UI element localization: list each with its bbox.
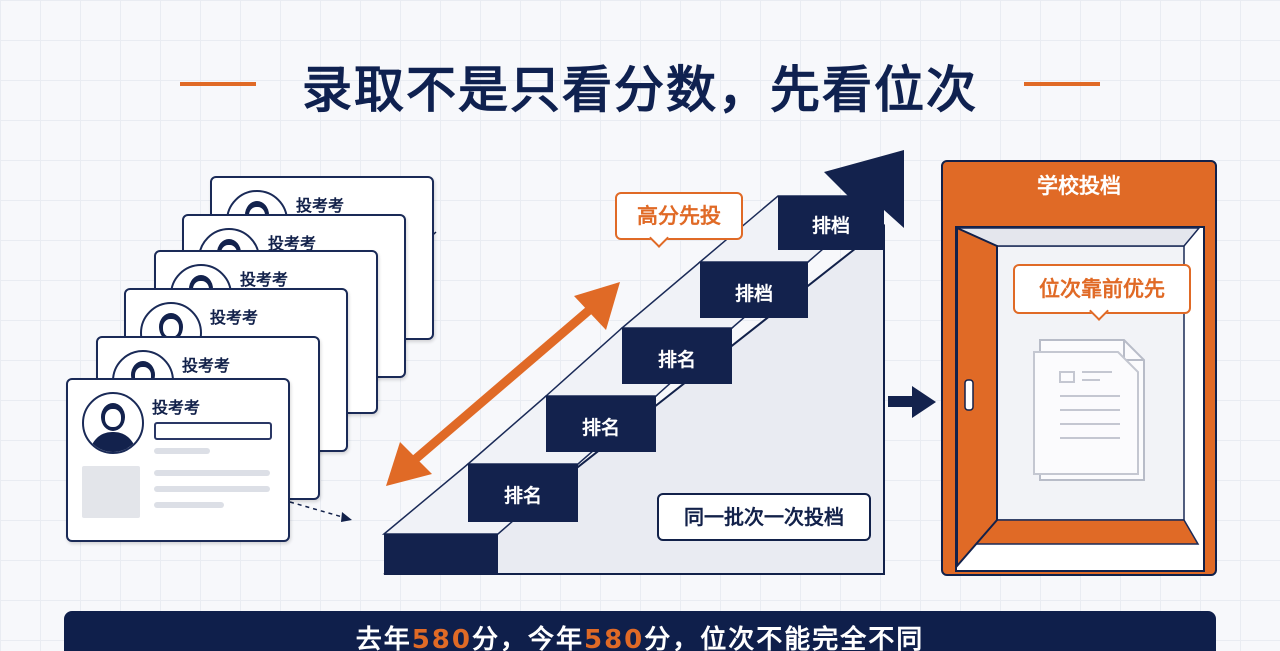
ranking-staircase	[381, 150, 904, 575]
card-title: 投考考	[210, 308, 259, 327]
banner-part-2: 分，今年	[471, 625, 584, 651]
name-field-placeholder	[154, 422, 272, 440]
photo-placeholder	[82, 466, 140, 518]
card-title: 投考考	[182, 356, 231, 375]
banner-part-3: 分，位次不能完全不同	[644, 625, 925, 651]
info-line	[154, 470, 270, 476]
school-door	[956, 226, 1201, 569]
page-title: 录取不是只看分数，先看位次	[302, 61, 978, 119]
info-line	[154, 486, 270, 492]
banner-num-1: 580	[411, 625, 472, 651]
title-rule-left	[180, 82, 256, 86]
bottom-banner: 去年580分，今年580分，位次不能完全不同	[64, 611, 1216, 651]
banner-part-1: 去年	[355, 625, 412, 651]
banner-text: 去年580分，今年580分，位次不能完全不同	[64, 619, 1216, 651]
card-title: 投考考	[268, 234, 317, 253]
step-label-5: 排档	[811, 215, 850, 237]
step-label-2: 排名	[581, 417, 620, 439]
card-connector-arrows	[289, 231, 437, 522]
title-rule-right	[1024, 82, 1100, 86]
step-label-4: 排档	[734, 283, 773, 305]
school-title: 学校投档	[1037, 174, 1121, 198]
avatar-icon	[82, 392, 144, 454]
batch-label: 同一批次一次投档	[657, 493, 871, 541]
banner-num-2: 580	[584, 625, 645, 651]
card-title: 投考考	[152, 398, 201, 417]
high-score-bubble: 高分先投	[615, 192, 743, 240]
step-label-1: 排名	[503, 485, 542, 507]
card-title: 投考考	[240, 270, 289, 289]
step-label-3: 排名	[657, 349, 696, 371]
arrow-right-icon	[888, 386, 936, 418]
card-title: 投考考	[296, 196, 345, 215]
info-line	[154, 448, 210, 454]
double-arrow-icon	[386, 282, 620, 486]
exam-card-1: 投考考	[66, 378, 290, 542]
info-line	[154, 502, 224, 508]
